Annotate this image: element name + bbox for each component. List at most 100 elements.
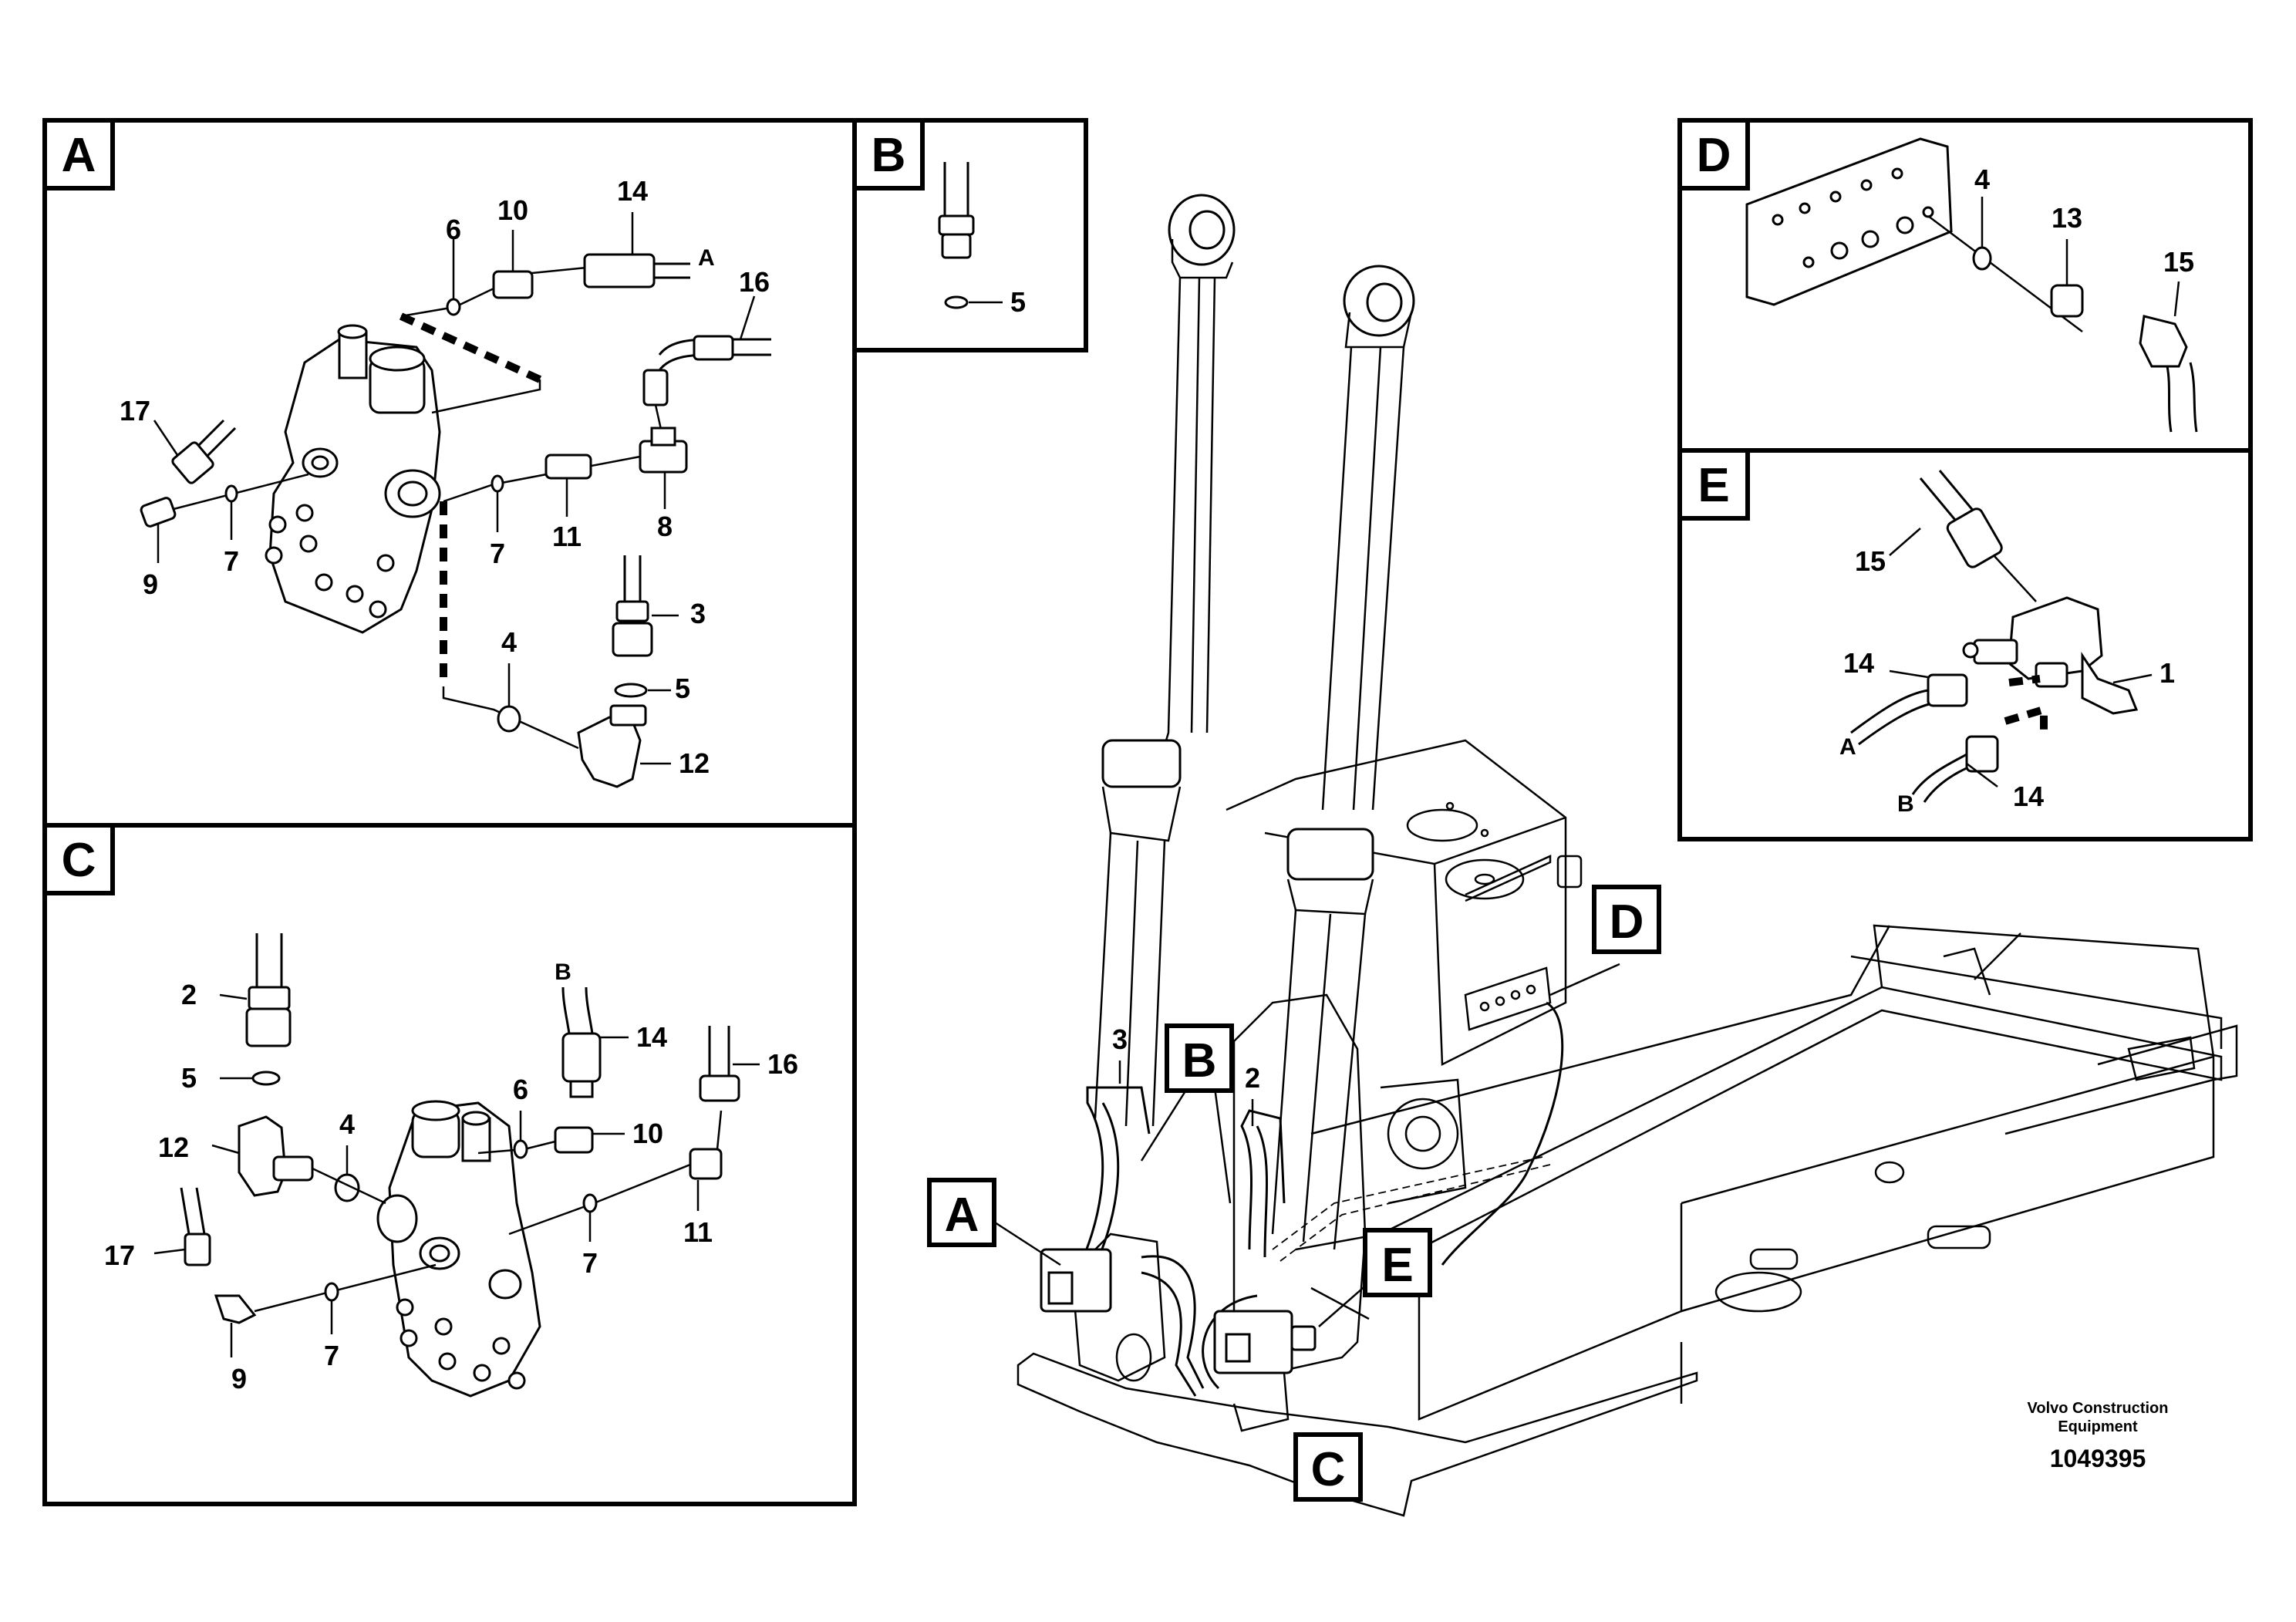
hose-14-a xyxy=(583,253,656,288)
hose-15-d xyxy=(2166,366,2173,433)
callout-e-14a: 14 xyxy=(1843,647,1874,679)
bracket-1-e xyxy=(2081,652,2139,715)
callout-c-7a: 7 xyxy=(324,1340,339,1371)
credit-line-2: Equipment xyxy=(2058,1418,2138,1435)
hose-14a-e xyxy=(1850,689,1929,734)
marker-c-box xyxy=(1293,1432,1363,1502)
marker-d-box xyxy=(1592,885,1661,954)
panel-b-label: B xyxy=(872,129,906,182)
mounting-plate-d xyxy=(1745,137,1953,306)
adapter-11-c xyxy=(689,1148,723,1180)
callout-a-7a: 7 xyxy=(224,545,239,577)
routing-dash-a1 xyxy=(399,312,542,383)
hose-17-c xyxy=(180,1187,190,1235)
hose-15-e xyxy=(1919,477,1961,525)
adapter-11-a xyxy=(544,454,592,480)
adapter-10-a xyxy=(492,270,534,299)
marker-b: B xyxy=(1182,1034,1217,1088)
control-valve-a xyxy=(265,324,441,634)
callout-c-11: 11 xyxy=(683,1216,713,1248)
credit-line-1: Volvo Construction xyxy=(2028,1400,2169,1417)
callout-c-9: 9 xyxy=(231,1363,247,1394)
elbow-15-d xyxy=(2139,315,2188,368)
callout-a-10: 10 xyxy=(497,194,528,226)
panel-a: A xyxy=(42,118,857,828)
frame-beam-upper xyxy=(1295,986,2223,1266)
callout-a-17: 17 xyxy=(120,395,150,427)
callout-a-5: 5 xyxy=(675,673,690,704)
tee-block-e xyxy=(2008,596,2103,680)
hose-14b-e xyxy=(1911,750,1971,795)
panel-b-label-box xyxy=(852,118,925,191)
leader-a-valve xyxy=(431,379,541,414)
oring-7-a2 xyxy=(491,474,504,493)
callout-c-6: 6 xyxy=(513,1074,528,1105)
footer: Volvo Construction Equipment 1049395 xyxy=(2028,1400,2169,1472)
hose-end-c: B xyxy=(555,959,571,985)
adapter-13-d xyxy=(2050,284,2084,318)
lift-cylinder-left xyxy=(1094,194,1236,1127)
panel-c: C xyxy=(42,823,857,1506)
callout-c-17: 17 xyxy=(104,1239,135,1271)
panel-e-label-box xyxy=(1677,448,1750,521)
callout-e-1: 1 xyxy=(2159,657,2175,689)
marker-c: C xyxy=(1311,1443,1346,1496)
panel-a-label-box xyxy=(42,118,115,191)
callout-e-15: 15 xyxy=(1855,545,1886,577)
elbow-9-a xyxy=(140,497,177,528)
callout-c-4: 4 xyxy=(339,1108,355,1140)
oring-6-c xyxy=(513,1139,528,1159)
callout-a-4: 4 xyxy=(501,626,517,658)
panel-b: B 5 xyxy=(852,118,1088,352)
callout-a-14: 14 xyxy=(617,175,648,207)
mount-plate-main xyxy=(1464,966,1552,1031)
callout-c-16: 16 xyxy=(767,1048,798,1080)
lift-cylinder-right xyxy=(1271,265,1415,1250)
hose-end-e-a: A xyxy=(1839,734,1856,760)
callout-d-15: 15 xyxy=(2163,246,2194,278)
callout-d-13: 13 xyxy=(2052,202,2082,234)
callout-a-11: 11 xyxy=(552,521,582,552)
callout-c-14: 14 xyxy=(636,1021,667,1053)
marker-b-box xyxy=(1165,1023,1234,1093)
callout-main-3: 3 xyxy=(1112,1023,1128,1055)
oring-7-c2 xyxy=(582,1193,598,1213)
callout-e-14b: 14 xyxy=(2013,781,2044,812)
oring-7-a1 xyxy=(224,484,238,503)
panel-c-frame xyxy=(42,823,857,1506)
callout-a-3: 3 xyxy=(690,598,706,629)
oring-4-a xyxy=(497,705,521,733)
callout-a-9: 9 xyxy=(143,568,158,600)
marker-a: A xyxy=(945,1189,979,1242)
callout-c-5: 5 xyxy=(181,1062,197,1094)
oring-7-c1 xyxy=(324,1282,339,1302)
elbow-9-c xyxy=(214,1294,257,1324)
callout-main-2: 2 xyxy=(1245,1062,1260,1094)
main-hose-d xyxy=(1441,1001,1564,1266)
panel-d: D 4 13 15 xyxy=(1677,118,2253,453)
panel-e: E 1 15 14 14 A B xyxy=(1677,448,2253,841)
marker-d: D xyxy=(1610,895,1644,949)
hose-14-c xyxy=(561,986,571,1034)
panel-e-label: E xyxy=(1698,459,1729,512)
hose-end-e-b: B xyxy=(1897,791,1914,817)
adapter-10-c xyxy=(554,1126,594,1154)
base-plate xyxy=(1017,1352,1698,1517)
oring-6-a xyxy=(446,298,461,316)
callout-a-8: 8 xyxy=(657,511,673,542)
callout-a-12: 12 xyxy=(679,747,710,779)
tank-box xyxy=(1226,739,1567,1066)
callout-a-16: 16 xyxy=(739,266,770,298)
control-valve-c xyxy=(376,1100,541,1398)
callout-b-5: 5 xyxy=(1010,286,1026,318)
callout-c-7b: 7 xyxy=(582,1247,598,1279)
marker-e: E xyxy=(1381,1239,1413,1292)
oring-4-d xyxy=(1972,246,1992,271)
callout-d-4: 4 xyxy=(1974,164,1990,195)
main-hose-3 xyxy=(1078,1086,1151,1266)
callout-c-2: 2 xyxy=(181,979,197,1010)
oring-5-a xyxy=(614,683,648,698)
panel-c-label: C xyxy=(62,834,96,887)
callout-c-12: 12 xyxy=(158,1131,189,1163)
